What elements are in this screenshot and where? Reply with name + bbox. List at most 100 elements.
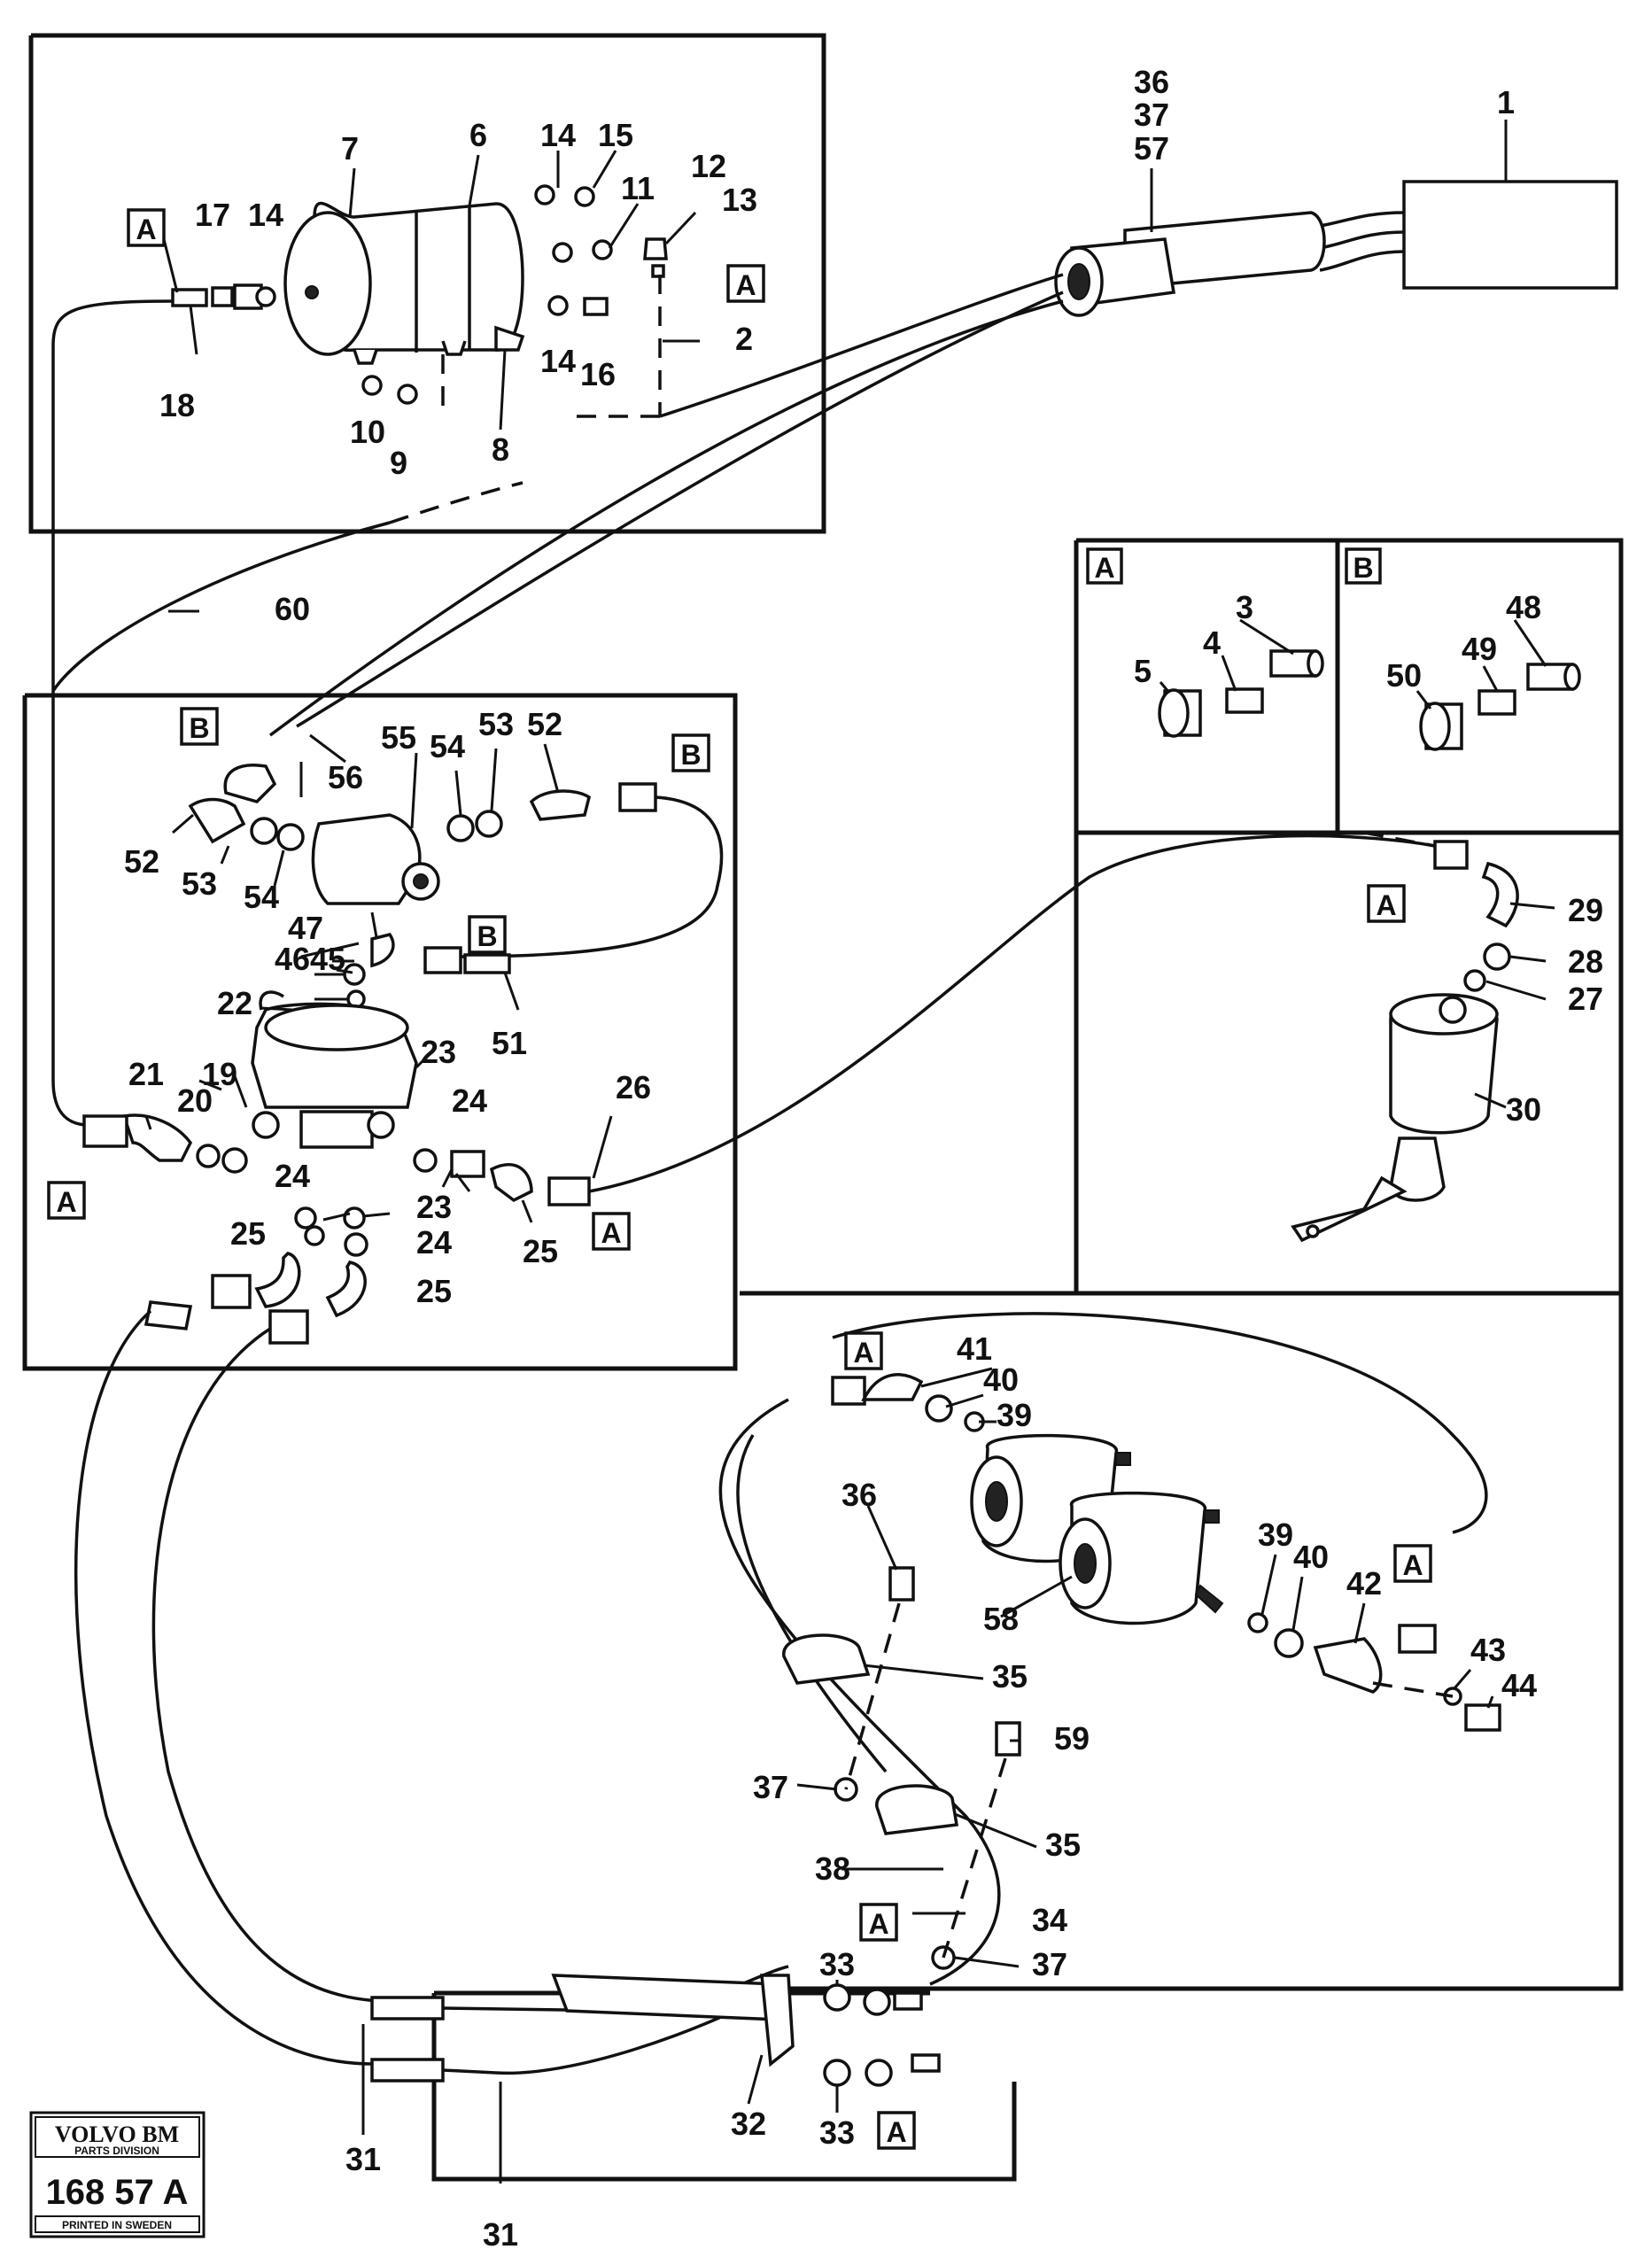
callout-49: 49 [1462, 631, 1497, 667]
callout-36-top: 36 [1134, 64, 1169, 100]
callout-32: 32 [731, 2106, 766, 2142]
callout-50: 50 [1386, 657, 1422, 694]
callout-52-left: 52 [124, 843, 159, 880]
callout-37-top: 37 [1134, 97, 1169, 133]
callout-7: 7 [341, 130, 359, 167]
svg-text:A: A [735, 269, 756, 301]
callout-16: 16 [580, 356, 616, 392]
callout-60: 60 [275, 591, 310, 627]
box-a-valve-right: A [592, 1212, 631, 1251]
callout-47: 47 [288, 910, 323, 946]
box-a-detail: A [1086, 547, 1123, 585]
hose-lines [51, 273, 1064, 1127]
box-a-tank-right: A [726, 264, 765, 303]
callout-8: 8 [492, 431, 509, 468]
callout-2: 2 [735, 321, 753, 357]
callout-40-right: 40 [1293, 1539, 1329, 1575]
callout-52-right: 52 [527, 706, 562, 742]
callout-20: 20 [177, 1082, 213, 1119]
component-1-unit [1054, 180, 1618, 317]
callout-51: 51 [492, 1025, 527, 1061]
callout-46: 46 [275, 941, 310, 977]
callout-30: 30 [1506, 1091, 1541, 1128]
callout-37-left: 37 [753, 1769, 788, 1805]
callout-labels: 1 2 3 4 5 6 7 8 9 10 11 12 13 14 14 14 1… [124, 64, 1603, 2253]
callout-14-bottom: 14 [540, 343, 576, 379]
callout-39-right: 39 [1258, 1516, 1293, 1553]
callout-40-left: 40 [983, 1361, 1019, 1398]
callout-13: 13 [722, 182, 757, 218]
frame-valve-group [22, 693, 738, 1371]
callout-18: 18 [159, 387, 195, 423]
callout-23-top: 23 [421, 1034, 456, 1070]
logo-brand: VOLVO BM [55, 2121, 179, 2147]
svg-text:A: A [868, 1908, 888, 1940]
callout-15: 15 [598, 117, 633, 153]
callout-25-right: 25 [523, 1233, 558, 1269]
callout-25-left: 25 [230, 1215, 266, 1252]
svg-text:A: A [1402, 1549, 1423, 1581]
callout-37-right: 37 [1032, 1946, 1067, 1982]
callout-29: 29 [1568, 892, 1603, 928]
svg-text:B: B [680, 739, 701, 771]
callout-33-bottom: 33 [819, 2114, 855, 2151]
logo-division: PARTS DIVISION [74, 2145, 159, 2157]
cylinder-30-group [1291, 840, 1519, 1243]
svg-text:A: A [853, 1337, 873, 1369]
svg-text:A: A [136, 213, 156, 245]
callout-57: 57 [1134, 130, 1169, 167]
callout-6: 6 [469, 117, 487, 153]
callout-14-top: 14 [540, 117, 576, 153]
box-b-valve-right: B [671, 733, 710, 772]
callout-21: 21 [128, 1056, 164, 1092]
callout-14-left: 14 [248, 197, 283, 233]
callout-25-bottom: 25 [416, 1273, 452, 1309]
callout-59: 59 [1054, 1720, 1090, 1757]
air-tank-group [51, 184, 668, 691]
box-a-valve-left: A [47, 1181, 86, 1220]
box-a-cyl30: A [1367, 884, 1406, 923]
bracket-group [370, 1965, 941, 2087]
callout-35-top: 35 [992, 1658, 1028, 1695]
box-b-valve-left: B [180, 707, 219, 746]
callout-12: 12 [691, 148, 726, 184]
callout-56: 56 [328, 759, 363, 795]
callout-10: 10 [350, 414, 385, 450]
callout-31-a: 31 [345, 2141, 381, 2177]
callout-11: 11 [621, 170, 655, 206]
callout-54-right: 54 [430, 728, 465, 764]
callout-54-left: 54 [244, 879, 279, 915]
section-frames [22, 33, 1624, 2182]
callout-45: 45 [310, 941, 345, 977]
svg-text:A: A [1376, 889, 1396, 921]
box-a-bracket-top: A [859, 1903, 898, 1942]
svg-text:B: B [477, 920, 497, 952]
box-a-cyl58-right: A [1393, 1544, 1432, 1583]
callout-41: 41 [957, 1330, 992, 1367]
section-letter-boxes: A A A B B B B A [47, 208, 1432, 2150]
frame-bracket [431, 1993, 1017, 2182]
leader-lines [144, 120, 1555, 2184]
callout-43: 43 [1470, 1632, 1506, 1668]
callout-53-left: 53 [182, 865, 217, 902]
callout-17: 17 [195, 197, 230, 233]
box-b-detail: B [1345, 547, 1382, 585]
frame-detail-ab [1074, 538, 1624, 1296]
callout-33-top: 33 [819, 1946, 855, 1982]
box-a-cyl58-left: A [844, 1331, 883, 1370]
callout-35-bottom: 35 [1045, 1827, 1081, 1863]
svg-text:A: A [1094, 552, 1114, 584]
callout-42: 42 [1346, 1565, 1382, 1602]
callout-3: 3 [1236, 589, 1253, 625]
svg-text:A: A [601, 1217, 621, 1249]
box-a-tank-left: A [127, 208, 166, 247]
callout-31-b: 31 [483, 2216, 518, 2253]
callout-34: 34 [1032, 1902, 1067, 1938]
svg-text:B: B [1353, 552, 1373, 584]
callout-1: 1 [1497, 84, 1515, 120]
callout-24-right: 24 [452, 1082, 487, 1119]
callout-27: 27 [1568, 981, 1603, 1017]
callout-55: 55 [381, 719, 416, 756]
callout-44: 44 [1501, 1667, 1537, 1703]
frame-air-tank [28, 33, 826, 534]
